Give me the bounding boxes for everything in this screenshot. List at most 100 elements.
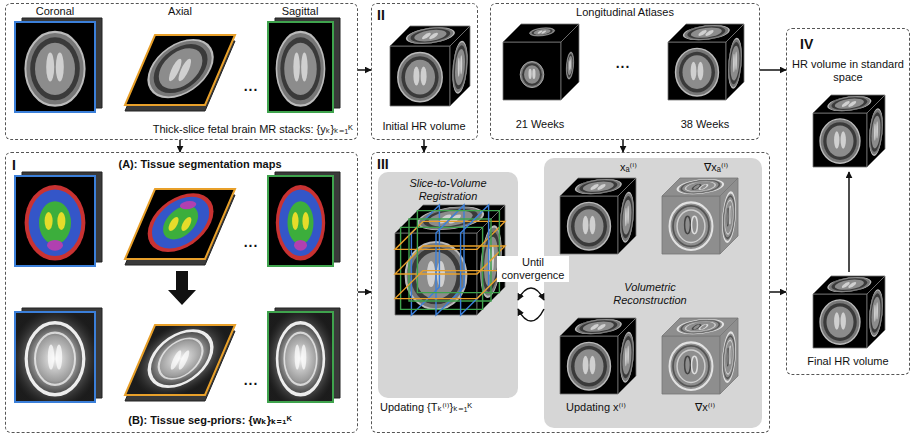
brain-shape: [728, 33, 741, 94]
brain-shape: [590, 216, 596, 235]
brain-shape: [405, 29, 456, 43]
brain-shape: [26, 323, 84, 395]
brain-shape: [455, 45, 465, 90]
arrow-connector: [358, 69, 371, 71]
brain-shape: [301, 344, 306, 369]
cube-edge: [390, 46, 450, 106]
brain-shape: [729, 37, 740, 89]
node-text: Thick-slice fetal brain MR stacks: {yₖ}ₖ…: [100, 123, 353, 136]
brain-shape: [820, 119, 860, 163]
image-ground: [15, 22, 95, 112]
sagittal-plane: [401, 227, 483, 309]
cube-face: [813, 294, 867, 348]
brain-shape: [841, 312, 846, 329]
label-text: 21 Weeks: [500, 118, 580, 131]
brain-shape: [143, 197, 218, 249]
brain-shape: [822, 277, 877, 292]
cube-edge: [720, 318, 738, 394]
brain-shape: [276, 32, 324, 106]
brain-shape: [677, 210, 705, 242]
cube-face: [560, 336, 618, 394]
axial-plane: [395, 271, 505, 299]
brain-shape: [522, 63, 542, 85]
brain-shape: [822, 96, 877, 111]
prior-glow: [15, 312, 95, 402]
sagittal-plane: [409, 219, 491, 301]
brain-shape: [454, 40, 466, 94]
image-ground: [560, 196, 618, 254]
slab-edge: [125, 189, 235, 259]
brain-shape: [526, 28, 558, 36]
brain-shape: [276, 185, 325, 261]
brain-shape: [727, 347, 729, 366]
cube-edge: [813, 113, 867, 167]
brain-shape: [145, 44, 216, 93]
brain-shape: [531, 29, 553, 35]
label-text: ...: [236, 372, 266, 389]
brain-shape: [56, 344, 62, 369]
brain-shape: [723, 191, 734, 243]
brain-shape: [681, 322, 719, 332]
brain-shape: [687, 27, 726, 37]
brain-shape: [292, 212, 299, 230]
slab-edge: [268, 312, 333, 402]
node-text: (B): Tissue seg-priors: {wₖ}ₖ₌₁ᴷ: [65, 414, 355, 427]
cube-edge: [813, 294, 867, 348]
cube-face: [720, 318, 738, 394]
slab-edge: [15, 312, 95, 402]
brain-shape: [295, 344, 300, 369]
brain-shape: [627, 205, 629, 225]
brain-shape: [729, 345, 731, 364]
brain-shape: [520, 61, 544, 87]
slab-edge: [15, 176, 95, 266]
cube-edge: [720, 178, 738, 254]
brain-shape: [279, 190, 322, 257]
brain-shape: [672, 319, 730, 334]
cube-edge: [662, 336, 720, 394]
node-text: Slice-to-Volume Registration: [383, 177, 513, 203]
brain-shape: [722, 327, 735, 388]
brain-shape: [822, 277, 877, 292]
image-ground: [867, 95, 885, 167]
image-ground: [390, 46, 450, 106]
cube-edge: [450, 26, 470, 106]
brain-shape: [731, 42, 740, 85]
cube-face: [560, 196, 618, 254]
prior-glow: [268, 312, 333, 402]
cube-face: [503, 42, 561, 100]
brain-shape: [575, 349, 604, 383]
brain-shape: [727, 207, 729, 226]
brain-shape: [869, 103, 882, 161]
node-text: Volumetric Reconstruction: [596, 281, 704, 307]
brain-shape: [524, 65, 540, 84]
slice-image: [125, 35, 235, 105]
stage-panel: Thick-slice fetal brain MR stacks: {yₖ}ₖ…: [5, 3, 358, 140]
image-ground: [720, 318, 738, 394]
brain-shape: [570, 179, 628, 194]
brain-shape: [458, 57, 460, 78]
brain-shape: [568, 342, 611, 390]
slab-edge: [125, 325, 235, 395]
arrow-connector: [622, 140, 624, 152]
cube-face: [867, 95, 885, 167]
cube-edge: [668, 42, 726, 100]
cube-face: [662, 196, 720, 254]
brain-shape: [869, 284, 882, 342]
brain-shape: [676, 180, 725, 193]
brain-shape: [35, 43, 75, 95]
brain-shape: [176, 59, 194, 81]
brain-shape: [526, 28, 558, 36]
cube-face: [662, 336, 720, 394]
brain-shape: [827, 125, 854, 156]
brain-shape: [579, 321, 618, 331]
brain-shape: [623, 336, 632, 379]
brain-shape: [623, 196, 632, 239]
brain-shape: [541, 31, 547, 34]
arrow-connector: [770, 291, 786, 293]
brain-shape: [620, 327, 633, 388]
cube-face: [867, 276, 885, 348]
image-ground: [668, 42, 726, 100]
brain-shape: [39, 201, 71, 244]
label-text: ∇xₐ⁽ⁱ⁾: [704, 161, 754, 174]
brain-shape: [575, 209, 604, 243]
